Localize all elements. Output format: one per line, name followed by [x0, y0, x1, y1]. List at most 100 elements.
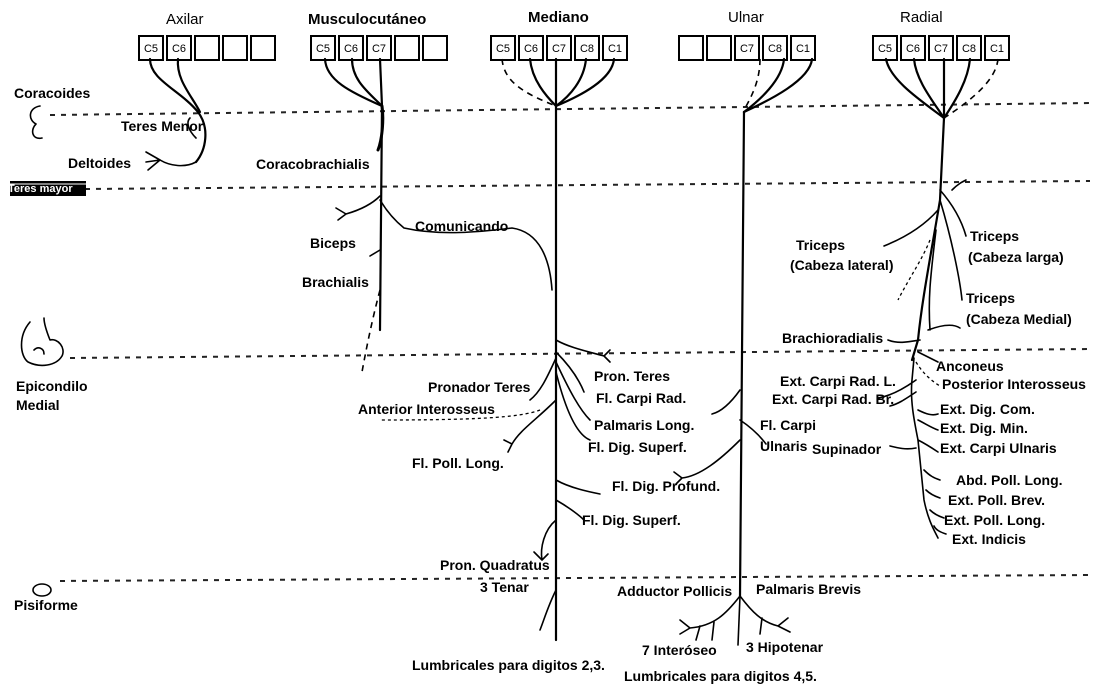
mediano-nerve: Pron. Teres Pronador Teres Fl. Carpi Rad…	[358, 57, 720, 673]
root-label-mediano-0: C5	[496, 43, 510, 55]
level-line-epicondilo	[69, 348, 1091, 359]
root-label-radial-0: C5	[878, 43, 892, 55]
level-line-pisiforme	[59, 574, 1091, 582]
label-ext-carpi-rad-br: Ext. Carpi Rad. Br.	[772, 391, 894, 407]
label-supinador: Supinador	[812, 441, 882, 457]
label-posterior-interosseus: Posterior Interosseus	[942, 376, 1086, 392]
label-ext-carpi-rad-l: Ext. Carpi Rad. L.	[780, 373, 896, 389]
root-box-ulnar-0	[678, 35, 704, 61]
label-brachioradialis: Brachioradialis	[782, 330, 883, 346]
label-fl-carpi-ulnaris: Fl. Carpi	[760, 417, 816, 433]
label-anconeus: Anconeus	[936, 358, 1004, 374]
label-fl-carpi-ulnaris-2: Ulnaris	[760, 438, 808, 454]
root-label-mediano-2: C7	[552, 43, 566, 55]
root-box-musculo-3	[394, 35, 420, 61]
root-box-axilar-1	[166, 35, 192, 61]
teres-mayor-label: Teres mayor	[8, 183, 73, 195]
label-abd-poll-long: Abd. Poll. Long.	[956, 472, 1063, 488]
root-label-musculo-2: C7	[372, 43, 386, 55]
root-box-radial-3	[956, 35, 982, 61]
root-label-radial-3: C8	[962, 43, 976, 55]
label-palmaris-brevis: Palmaris Brevis	[756, 581, 861, 597]
root-box-radial-2	[928, 35, 954, 61]
label-fl-dig-superf-1: Fl. Dig. Superf.	[588, 439, 687, 455]
root-label-radial-1: C6	[906, 43, 920, 55]
epicondilo-label: Epicondilo	[16, 378, 88, 394]
root-label-mediano-3: C8	[580, 43, 594, 55]
root-label-radial-4: C1	[990, 43, 1004, 55]
root-box-radial-0	[872, 35, 898, 61]
root-label-ulnar-2: C7	[740, 43, 754, 55]
root-label-musculo-0: C5	[316, 43, 330, 55]
header-ulnar: Ulnar	[728, 9, 764, 26]
coracoides-label: Coracoides	[14, 85, 90, 101]
teres-mayor-band-icon	[10, 181, 86, 196]
root-label-axilar-0: C5	[144, 43, 158, 55]
label-palmaris-long: Palmaris Long.	[594, 417, 694, 433]
label-triceps-medial: Triceps	[966, 290, 1015, 306]
label-triceps-lateral: Triceps	[796, 237, 845, 253]
level-lines	[49, 102, 1091, 582]
root-box-axilar-4	[250, 35, 276, 61]
root-box-radial-4	[984, 35, 1010, 61]
label-pronador-teres: Pronador Teres	[428, 379, 531, 395]
label-triceps-medial-2: (Cabeza Medial)	[966, 311, 1072, 327]
label-fl-dig-profund: Fl. Dig. Profund.	[612, 478, 720, 494]
landmark-coracoides: Coracoides	[14, 85, 90, 140]
label-adductor-pollicis: Adductor Pollicis	[617, 583, 732, 599]
root-box-musculo-2	[366, 35, 392, 61]
epicondilo-label-2: Medial	[16, 397, 60, 413]
label-teres-menor: Teres Menor	[121, 118, 204, 134]
axilar-nerve: Teres Menor Deltoides	[68, 57, 207, 171]
root-box-ulnar-3	[762, 35, 788, 61]
label-ext-poll-brev: Ext. Poll. Brev.	[948, 492, 1045, 508]
root-box-axilar-2	[194, 35, 220, 61]
label-ext-carpi-ulnaris: Ext. Carpi Ulnaris	[940, 440, 1057, 456]
label-triceps-larga-2: (Cabeza larga)	[968, 249, 1064, 265]
level-line-coracoides	[49, 102, 1091, 116]
label-ext-indicis: Ext. Indicis	[952, 531, 1026, 547]
label-fl-poll-long: Fl. Poll. Long.	[412, 455, 504, 471]
header-axilar: Axilar	[166, 11, 204, 28]
label-ext-dig-com: Ext. Dig. Com.	[940, 401, 1035, 417]
pisiforme-label: Pisiforme	[14, 597, 78, 613]
root-label-ulnar-3: C8	[768, 43, 782, 55]
root-box-musculo-0	[310, 35, 336, 61]
ulnar-nerve: Fl. Carpi Ulnaris Adductor Pollicis Palm…	[617, 57, 861, 684]
label-anterior-interosseus: Anterior Interosseus	[358, 401, 495, 417]
coracoides-bone-icon	[29, 105, 43, 140]
root-label-mediano-1: C6	[524, 43, 538, 55]
label-lumbricales-45: Lumbricales para digitos 4,5.	[624, 668, 817, 684]
label-brachialis: Brachialis	[302, 274, 369, 290]
root-box-ulnar-1	[706, 35, 732, 61]
label-7-interoseo: 7 Interóseo	[642, 642, 717, 658]
root-box-radial-1	[900, 35, 926, 61]
root-label-axilar-1: C6	[172, 43, 186, 55]
label-pron-quadratus: Pron. Quadratus	[440, 557, 550, 573]
pisiforme-bone-icon	[32, 583, 52, 597]
landmark-teres-mayor: Teres mayor	[8, 181, 86, 196]
label-coracobrachialis: Coracobrachialis	[256, 156, 370, 172]
root-box-mediano-4	[602, 35, 628, 61]
root-box-musculo-4	[422, 35, 448, 61]
label-triceps-larga: Triceps	[970, 228, 1019, 244]
label-ext-dig-min: Ext. Dig. Min.	[940, 420, 1028, 436]
root-box-ulnar-2	[734, 35, 760, 61]
root-box-ulnar-4	[790, 35, 816, 61]
label-ext-poll-long: Ext. Poll. Long.	[944, 512, 1045, 528]
label-fl-carpi-rad: Fl. Carpi Rad.	[596, 390, 686, 406]
label-biceps: Biceps	[310, 235, 356, 251]
landmark-pisiforme: Pisiforme	[14, 583, 78, 613]
root-label-mediano-4: C1	[608, 43, 622, 55]
header-musculocutaneo: Musculocutáneo	[308, 11, 426, 28]
header-mediano: Mediano	[528, 9, 589, 26]
label-3-tenar: 3 Tenar	[480, 579, 529, 595]
root-label-ulnar-4: C1	[796, 43, 810, 55]
root-box-mediano-0	[490, 35, 516, 61]
label-pron-teres: Pron. Teres	[594, 368, 670, 384]
root-label-musculo-1: C6	[344, 43, 358, 55]
root-box-axilar-3	[222, 35, 248, 61]
